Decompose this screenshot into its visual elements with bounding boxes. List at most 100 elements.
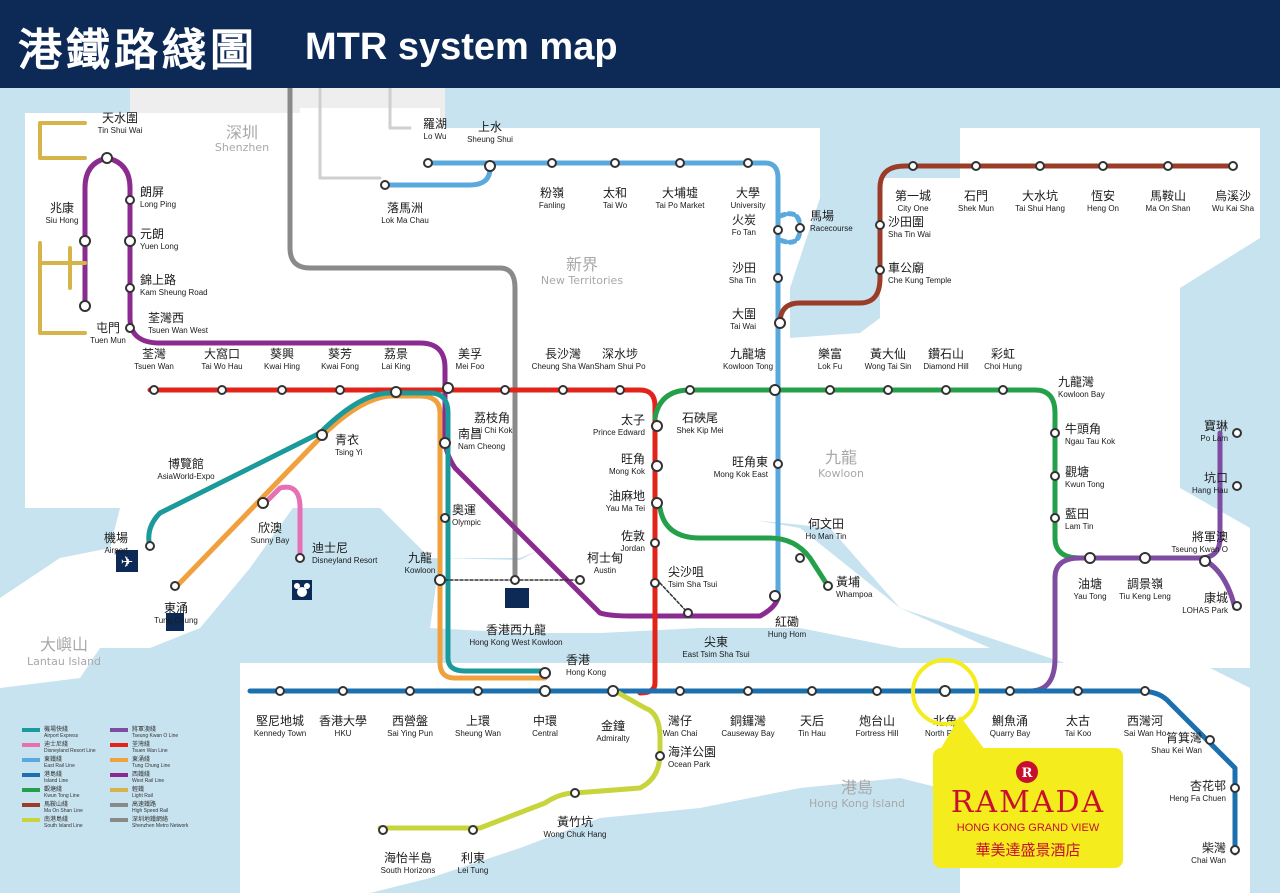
station-dot[interactable] (149, 385, 159, 395)
station-dot[interactable] (773, 225, 783, 235)
station-dot[interactable] (170, 581, 180, 591)
station-dot[interactable] (971, 161, 981, 171)
station-dot[interactable] (743, 686, 753, 696)
station-dot[interactable] (1139, 552, 1151, 564)
station-dot[interactable] (390, 386, 402, 398)
station-dot[interactable] (570, 788, 580, 798)
station-dot[interactable] (1230, 845, 1240, 855)
station-dot[interactable] (1232, 481, 1242, 491)
station-dot[interactable] (510, 575, 520, 585)
station-dot[interactable] (217, 385, 227, 395)
station-dot[interactable] (316, 429, 328, 441)
station-dot[interactable] (125, 323, 135, 333)
station-dot[interactable] (1163, 161, 1173, 171)
station-dot[interactable] (1098, 161, 1108, 171)
station-dot[interactable] (651, 497, 663, 509)
station-dot[interactable] (1050, 471, 1060, 481)
station-dot[interactable] (1050, 428, 1060, 438)
station-dot[interactable] (675, 158, 685, 168)
station-dot[interactable] (125, 195, 135, 205)
station-dot[interactable] (539, 685, 551, 697)
station-dot[interactable] (295, 553, 305, 563)
station-dot[interactable] (335, 385, 345, 395)
station-dot[interactable] (651, 460, 663, 472)
legend-label-en: West Rail Line (132, 778, 164, 784)
station-dot[interactable] (1205, 735, 1215, 745)
station-dot[interactable] (998, 385, 1008, 395)
station-dot[interactable] (439, 437, 451, 449)
station-dot[interactable] (825, 385, 835, 395)
station-dot[interactable] (380, 180, 390, 190)
station-dot[interactable] (101, 152, 113, 164)
station-dot[interactable] (795, 553, 805, 563)
station-dot[interactable] (939, 685, 951, 697)
station-dot[interactable] (1230, 783, 1240, 793)
station-dot[interactable] (79, 235, 91, 247)
station-dot[interactable] (875, 220, 885, 230)
station-dot[interactable] (1050, 513, 1060, 523)
station-dot[interactable] (1232, 601, 1242, 611)
station-dot[interactable] (823, 581, 833, 591)
station-dot[interactable] (607, 685, 619, 697)
station-dot[interactable] (484, 160, 496, 172)
station-dot[interactable] (651, 420, 663, 432)
hotel-brand: RAMADA (951, 785, 1105, 820)
station-label-en-saiyingpun: Sai Ying Pun (387, 729, 433, 738)
station-dot[interactable] (145, 541, 155, 551)
station-dot[interactable] (685, 385, 695, 395)
station-dot[interactable] (675, 686, 685, 696)
station-dot[interactable] (1228, 161, 1238, 171)
station-dot[interactable] (807, 686, 817, 696)
station-dot[interactable] (277, 385, 287, 395)
station-dot[interactable] (615, 385, 625, 395)
station-dot[interactable] (795, 223, 805, 233)
station-label-zh-fortresshill: 炮台山 (859, 713, 895, 728)
station-dot[interactable] (1084, 552, 1096, 564)
station-dot[interactable] (650, 538, 660, 548)
station-dot[interactable] (773, 459, 783, 469)
station-dot[interactable] (1073, 686, 1083, 696)
station-dot[interactable] (405, 686, 415, 696)
station-dot[interactable] (610, 158, 620, 168)
station-dot[interactable] (468, 825, 478, 835)
station-dot[interactable] (434, 574, 446, 586)
station-dot[interactable] (872, 686, 882, 696)
station-dot[interactable] (338, 686, 348, 696)
station-dot[interactable] (1140, 686, 1150, 696)
station-dot[interactable] (683, 608, 693, 618)
station-dot[interactable] (908, 161, 918, 171)
station-label-zh-choihung: 彩虹 (991, 347, 1015, 361)
station-dot[interactable] (547, 158, 557, 168)
station-dot[interactable] (774, 317, 786, 329)
region-label-en: New Territories (541, 274, 623, 287)
station-dot[interactable] (941, 385, 951, 395)
station-dot[interactable] (442, 382, 454, 394)
station-dot[interactable] (275, 686, 285, 696)
station-dot[interactable] (473, 686, 483, 696)
station-dot[interactable] (558, 385, 568, 395)
station-dot[interactable] (257, 497, 269, 509)
station-dot[interactable] (650, 578, 660, 588)
station-dot[interactable] (539, 667, 551, 679)
station-dot[interactable] (125, 283, 135, 293)
station-dot[interactable] (769, 590, 781, 602)
station-dot[interactable] (500, 385, 510, 395)
station-dot[interactable] (743, 158, 753, 168)
station-dot[interactable] (655, 751, 665, 761)
station-dot[interactable] (440, 513, 450, 523)
legend-label: 機場快綫 (44, 725, 68, 733)
station-dot[interactable] (1035, 161, 1045, 171)
station-dot[interactable] (124, 235, 136, 247)
station-dot[interactable] (575, 575, 585, 585)
station-dot[interactable] (1005, 686, 1015, 696)
station-dot[interactable] (378, 825, 388, 835)
station-dot[interactable] (883, 385, 893, 395)
station-dot[interactable] (773, 273, 783, 283)
hotel-callout-box[interactable] (933, 748, 1123, 868)
station-dot[interactable] (1232, 428, 1242, 438)
station-dot[interactable] (875, 265, 885, 275)
station-dot[interactable] (769, 384, 781, 396)
station-dot[interactable] (423, 158, 433, 168)
station-dot[interactable] (1199, 555, 1211, 567)
station-dot[interactable] (79, 300, 91, 312)
